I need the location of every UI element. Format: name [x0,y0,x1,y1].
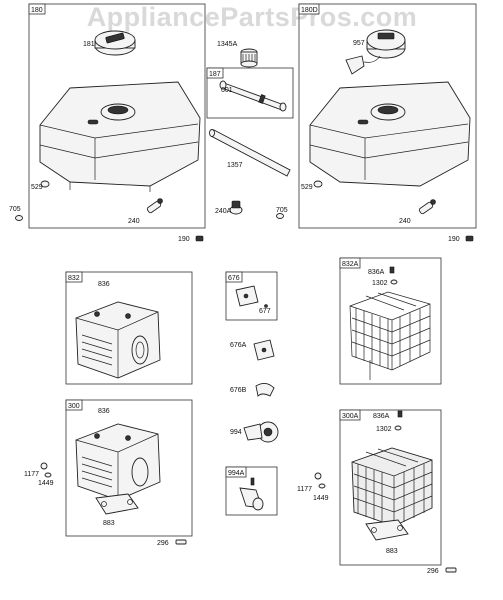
lockwasher-1449-a [44,472,52,478]
panel-deflector-676: 676 677 [225,271,278,321]
stud-296-a [175,539,187,545]
fuel-tank-180 [39,81,201,192]
callout-957: 957 [353,40,365,47]
callout-240-b: 240 [399,218,411,225]
panel-fuel-line-187: 187 601 [206,67,294,119]
fuel-valve-240-a [146,198,163,214]
callout-1177-a: 1177 [24,471,39,478]
tube-1357 [209,129,291,177]
callout-240-a: 240 [128,218,140,225]
fuel-valve-240-b [418,199,436,215]
fuel-tank-180D [309,81,471,187]
screw-190-b [465,235,474,242]
callout-1357: 1357 [227,162,243,169]
callout-836A-a: 836A [368,269,385,276]
lockwasher-1449-b [318,483,326,489]
callout-883-b: 883 [386,548,398,555]
callout-1449-b: 1449 [313,495,329,502]
callout-181: 181 [83,41,95,48]
watermark: AppliancePartsPros.com [87,2,418,32]
muffler-guard-300A [351,447,433,527]
stud-296-b [445,567,457,573]
deflector-676 [235,285,259,307]
panel-fuel-tank-180: 180 181 529 705 240 [9,3,206,243]
callout-676A: 676A [230,342,247,349]
panel-muffler-300: 300 836 883 [65,399,193,537]
callout-296-b: 296 [427,568,439,575]
panel-fuel-tank-180D: 180D 957 529 240 190 [298,3,477,243]
clip-677 [264,304,268,308]
callout-677: 677 [259,308,271,315]
panel-label-832A: 832A [342,261,359,268]
screw-836A-a [389,266,395,274]
muffler-836-b [75,423,161,501]
callout-529-b: 529 [301,184,313,191]
screw-836A-b [397,410,403,418]
callout-705-mid: 705 [276,207,288,214]
callout-994: 994 [230,429,242,436]
callout-240A: 240A [215,208,232,215]
panel-label-300: 300 [68,403,80,410]
callout-1177-b: 1177 [297,486,312,493]
panel-label-180: 180 [31,7,43,14]
panel-muffler-guard-832A: 832A 836A 1302 [339,257,442,385]
deflector-676B [255,383,275,397]
panel-label-180D: 180D [301,7,318,14]
callout-1302-b: 1302 [376,426,392,433]
fuel-line-601 [219,80,287,112]
nut-1177-b [314,472,322,480]
callout-1345A: 1345A [217,41,238,48]
bushing-529-b [313,180,323,188]
panel-label-187: 187 [209,71,221,78]
callout-836-a: 836 [98,281,110,288]
screw-190-a [195,235,204,242]
washer-705-mid [276,213,284,219]
panel-muffler-832: 832 836 [65,271,193,385]
callout-836A-b: 836A [373,413,390,420]
callout-1449-a: 1449 [38,480,54,487]
gasket-883-b [365,519,409,541]
gasket-883-a [95,493,139,515]
muffler-836-a [75,301,161,379]
deflector-676A [253,339,275,361]
panel-label-300A: 300A [342,413,359,420]
callout-1302-a: 1302 [372,280,388,287]
callout-296-a: 296 [157,540,169,547]
panel-muffler-guard-300A: 300A 836A 1302 883 [339,409,442,566]
panel-deflector-994A: 994A [225,466,278,516]
callout-705-left: 705 [9,206,21,213]
callout-601: 601 [221,87,233,94]
callout-836-b: 836 [98,408,110,415]
fuel-cap-957 [345,29,406,75]
fuel-cap-181 [94,30,136,56]
panel-label-994A: 994A [228,470,245,477]
filter-1345A [240,48,258,68]
panel-label-832: 832 [68,275,80,282]
plug-240A [229,200,243,215]
muffler-guard-832A [349,291,431,380]
panel-label-676: 676 [228,275,240,282]
callout-190-b: 190 [448,236,460,243]
nut-1177-a [40,462,48,470]
callout-529-a: 529 [31,184,43,191]
screen-1302-a [390,279,398,285]
callout-883-a: 883 [103,520,115,527]
washer-705-left [15,215,23,221]
callout-190-a: 190 [178,236,190,243]
deflector-994A [239,477,264,511]
bushing-529-a [40,180,50,188]
screen-1302-b [394,425,402,431]
callout-676B: 676B [230,387,247,394]
deflector-994 [243,421,279,443]
